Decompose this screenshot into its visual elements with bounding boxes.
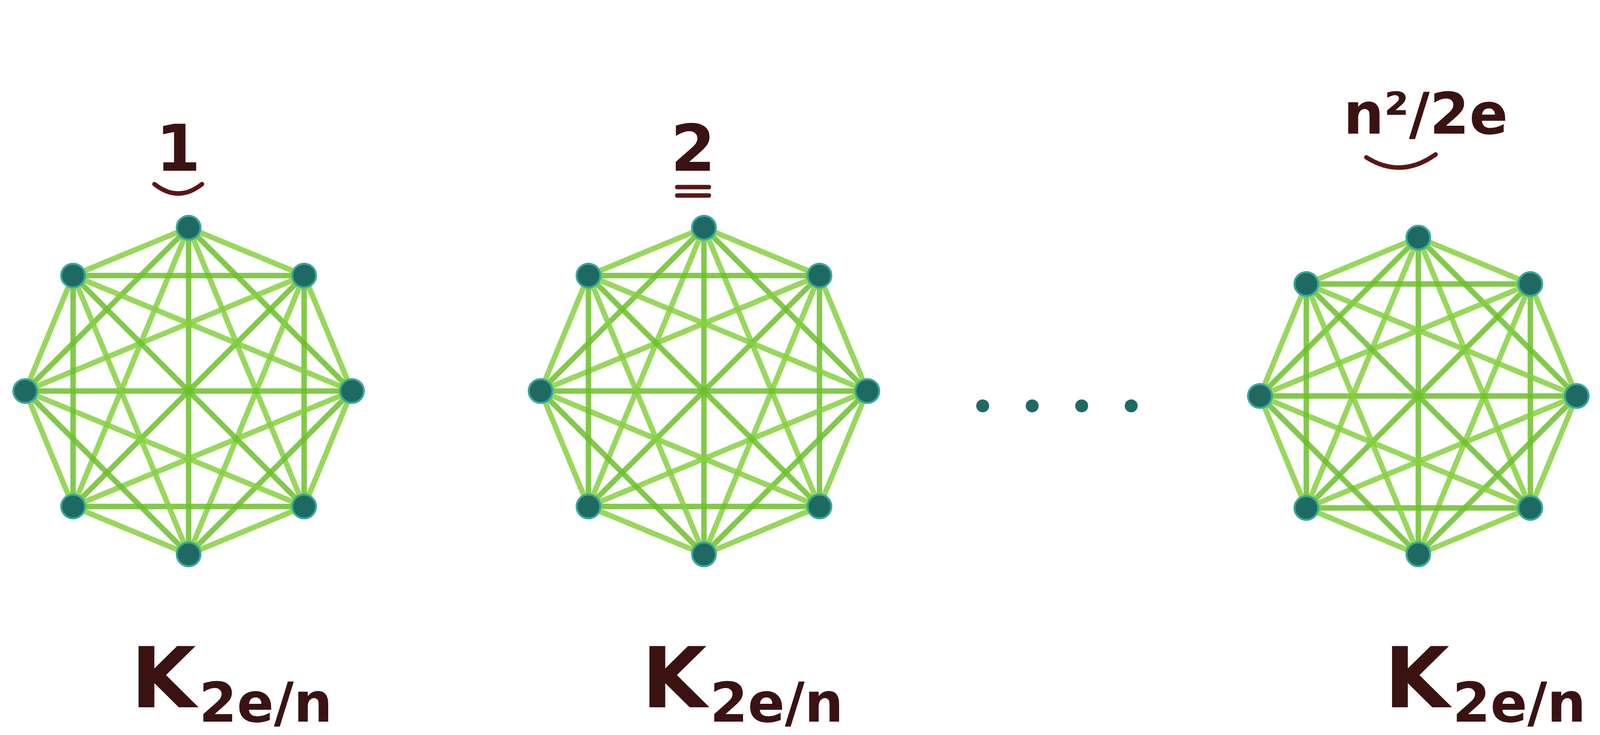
underline-bar: [677, 185, 709, 190]
graph-vertex: [61, 494, 86, 519]
graph-edge: [1306, 284, 1419, 555]
graph-vertex: [528, 379, 553, 403]
graph-edge: [540, 391, 589, 507]
graph-subscript: 2e/n: [1452, 675, 1587, 731]
graph-vertex: [340, 379, 364, 403]
graph-edge: [25, 391, 189, 555]
graph-vertex: [292, 494, 316, 519]
graph-edge: [70, 275, 76, 507]
underlines: [154, 154, 1436, 196]
graph-edge: [25, 391, 304, 507]
graph-edge: [585, 275, 592, 507]
copy-number: 2: [670, 116, 716, 181]
graph-drawings: [13, 215, 1589, 567]
graph-name: K: [130, 636, 197, 721]
graph-vertex: [1406, 542, 1431, 567]
graph-edge: [540, 275, 820, 392]
graph-vertex: [1518, 496, 1543, 520]
graph-edge: [73, 227, 189, 276]
graph-edge: [588, 391, 868, 507]
graph-vertex: [1518, 272, 1543, 297]
graph-edge: [540, 391, 820, 507]
graph-edge: [588, 227, 704, 276]
graph-edge: [25, 275, 74, 392]
graph-edge: [1259, 396, 1531, 508]
graph-edge: [188, 506, 304, 555]
graph-edge: [1303, 284, 1309, 509]
graph-vertex: [692, 542, 716, 567]
copy-number: n²/2e: [1343, 85, 1508, 143]
graph-edge: [73, 503, 305, 510]
graph-edge: [73, 272, 305, 279]
graph-edge: [25, 275, 304, 392]
graph-vertex: [576, 263, 601, 288]
graph-edge: [588, 275, 704, 555]
graph-vertex: [176, 542, 201, 567]
dot: [1124, 399, 1138, 413]
graph-edge: [1259, 284, 1531, 397]
graph-edge: [588, 272, 820, 279]
graph-subscript: 2e/n: [709, 675, 844, 731]
graph-name: K: [641, 636, 707, 721]
graph-name: K: [1384, 636, 1450, 721]
graph-edge: [25, 391, 74, 507]
graph-vertex: [176, 215, 201, 240]
graph-vertex: [292, 263, 316, 288]
graph-edge: [1259, 284, 1307, 397]
underline-arc: [1366, 154, 1436, 168]
graph-vertex: [807, 494, 832, 519]
graph-edge: [73, 391, 352, 507]
graph-vertex: [692, 215, 716, 240]
graph-vertex: [1294, 272, 1319, 297]
underline-arc: [154, 184, 202, 194]
graph-vertex: [1248, 384, 1272, 408]
dot: [976, 399, 990, 413]
graph-vertex: [807, 263, 832, 288]
graph-edge: [1306, 281, 1531, 287]
ellipsis-dots: [976, 399, 1138, 413]
graph-vertex: [855, 379, 880, 403]
graph-edge: [1259, 396, 1419, 555]
underline-bar: [677, 193, 709, 199]
graph-vertex: [1406, 225, 1431, 250]
dot: [1075, 399, 1089, 413]
graph-vertex: [61, 263, 86, 288]
graph-edge: [1306, 505, 1531, 511]
graph-edge: [1306, 396, 1577, 508]
graph-edge: [540, 391, 704, 555]
graph-subscript: 2e/n: [199, 675, 333, 731]
graph-vertex: [1564, 384, 1589, 408]
graph-edge: [1418, 507, 1531, 555]
graph-vertex: [1294, 496, 1319, 520]
graph-vertex: [576, 494, 601, 519]
graph-edge: [1259, 396, 1307, 508]
dot: [1025, 399, 1039, 413]
graph-edge: [703, 506, 820, 555]
graph-edge: [588, 503, 820, 510]
graph-vertex: [13, 379, 38, 403]
copy-number: 1: [155, 116, 201, 181]
graph-edge: [1306, 237, 1419, 285]
graph-edge: [73, 275, 189, 555]
graph-edge: [540, 275, 589, 392]
